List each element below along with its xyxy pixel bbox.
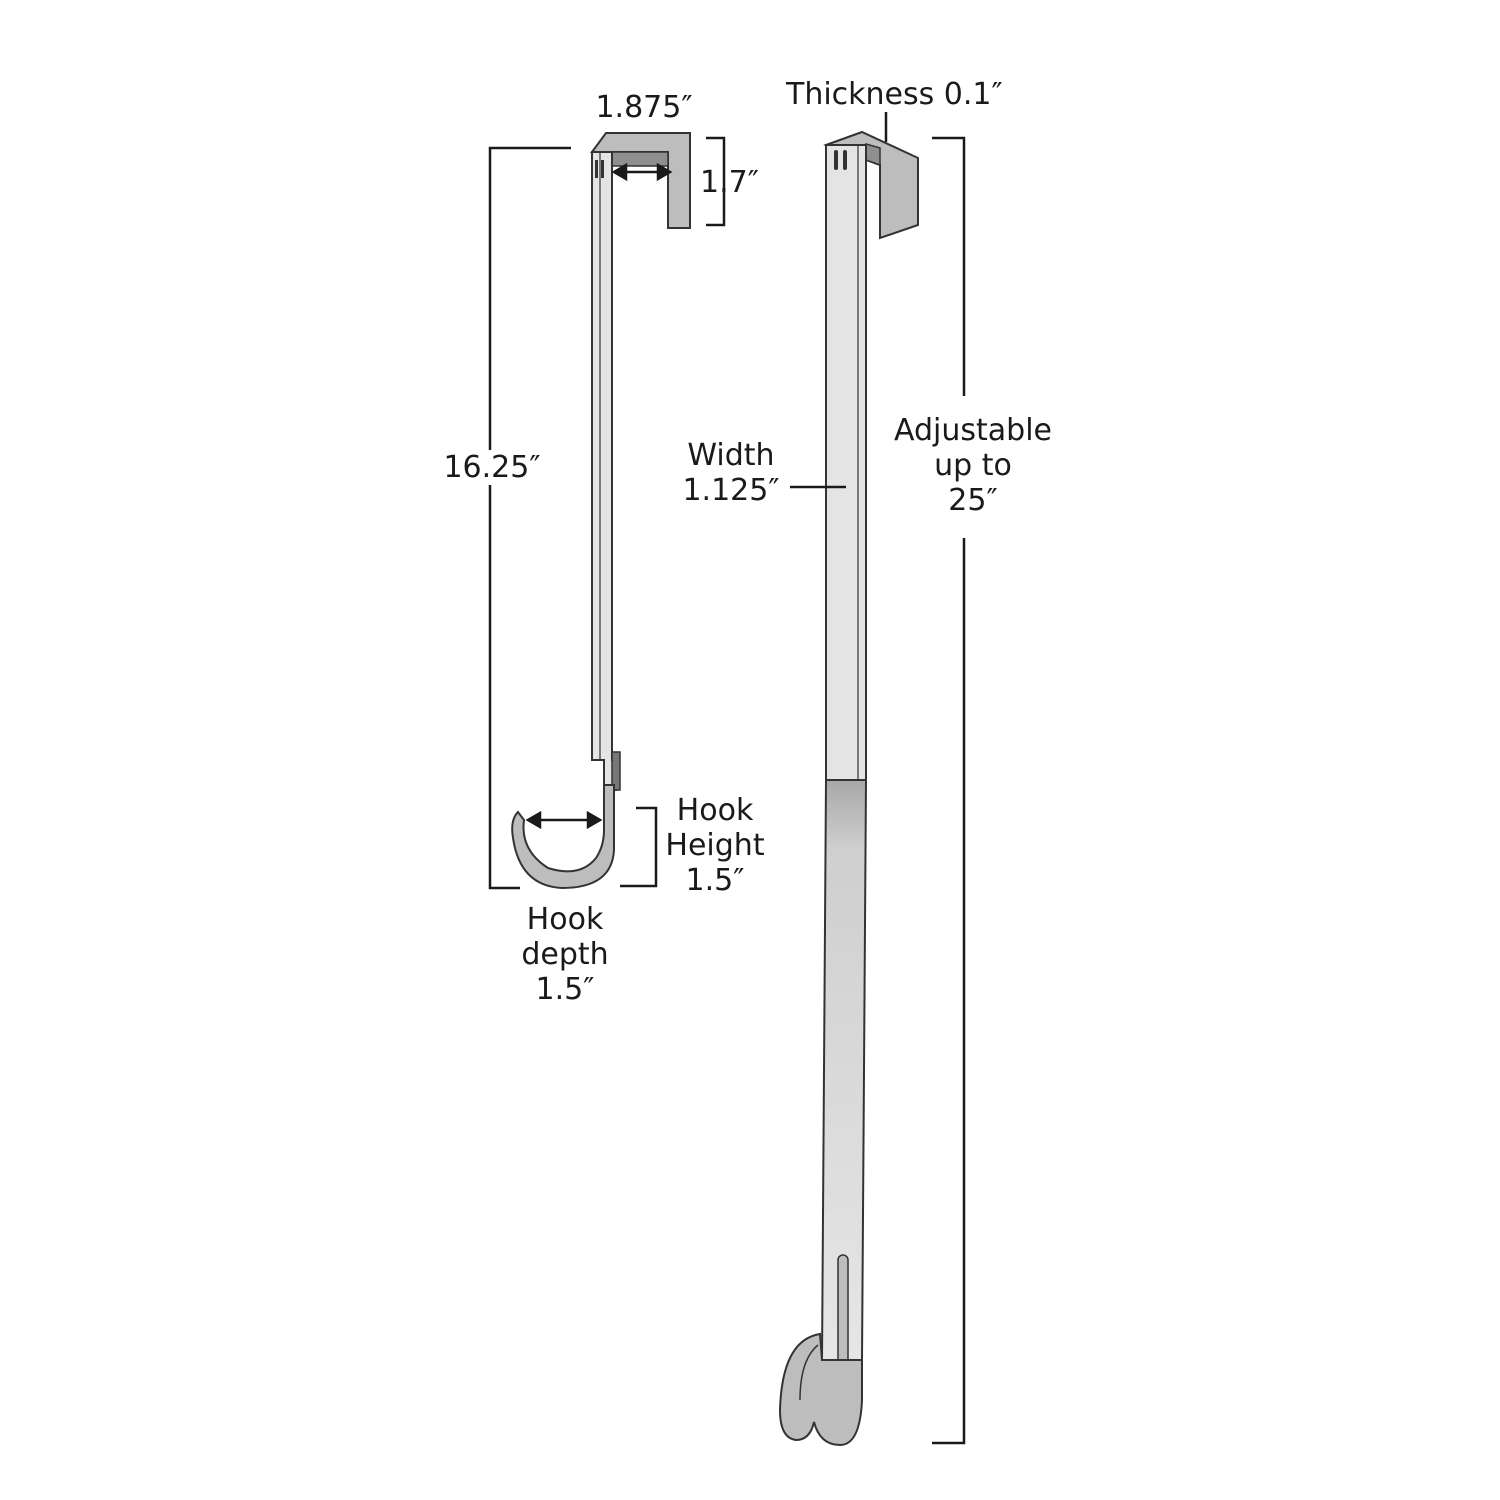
length-bracket [488,146,571,890]
right-hook [778,1332,863,1447]
left-vertical-bar [591,151,617,791]
thickness-text: Thickness 0.1″ [786,77,1003,112]
right-hanger [778,112,966,1447]
right-slots [834,150,838,170]
hook-depth-arrow [525,810,603,830]
length-text: 16.25″ [443,450,541,485]
right-lower-slot [837,1254,849,1376]
hook-height-label: Hook Height 1.5″ [660,793,770,898]
hook-depth-label: Hook depth 1.5″ [510,902,620,1007]
width-label: Width 1.125″ [676,438,786,508]
length-label: 16.25″ [442,450,542,485]
left-slots [595,160,598,178]
thickness-label: Thickness 0.1″ [786,77,1003,112]
width-line-2: 1.125″ [682,473,780,508]
hook-depth-line-2: depth [521,937,609,972]
adjustable-bracket-top [932,136,966,396]
hook-height-line-3: 1.5″ [685,863,745,898]
top-height-bracket [706,136,726,227]
top-width-label: 1.875″ [594,90,694,125]
adjustable-line-3: 25″ [948,483,998,518]
width-line-1: Width [687,438,775,473]
hook-depth-line-1: Hook [526,902,604,937]
left-hook [511,784,615,890]
hook-height-line-2: Height [665,828,765,863]
right-dimension-lines [790,112,966,1445]
hook-height-line-1: Hook [676,793,754,828]
adjustable-line-2: up to [934,448,1012,483]
top-height-label: 1.7″ [700,165,759,200]
left-top-clip-inner [611,151,669,167]
adjustable-line-1: Adjustable [894,413,1052,448]
top-width-text: 1.875″ [595,90,693,125]
left-hanger [488,132,726,890]
left-dimension-lines [488,136,726,890]
left-width-arrow [611,162,673,182]
right-upper-bar [825,144,867,781]
left-clamp [611,751,621,791]
top-height-text: 1.7″ [700,165,759,200]
hook-height-bracket [620,806,658,888]
adjustable-label: Adjustable up to 25″ [888,413,1058,518]
adjustable-bracket-bottom [932,538,966,1445]
hook-depth-line-3: 1.5″ [535,972,595,1007]
